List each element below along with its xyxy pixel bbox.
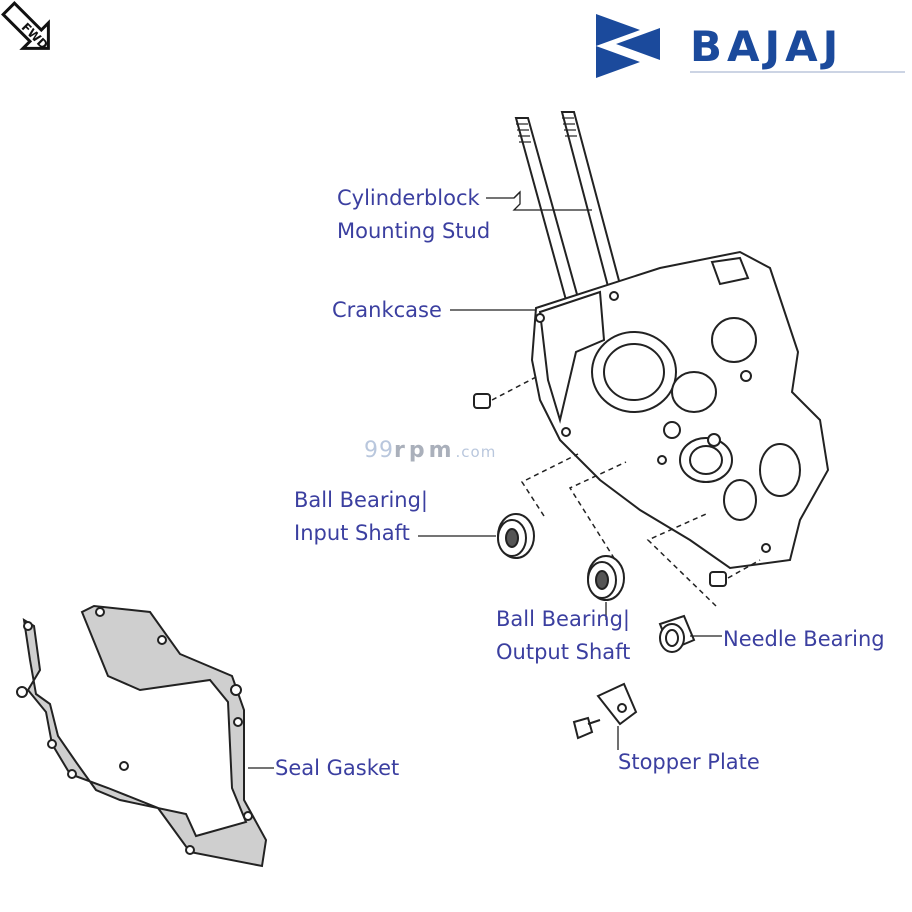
fwd-arrow-icon: FWD [1, 1, 51, 52]
ball-bearing-input-drawing [497, 513, 535, 559]
stopper-plate-drawing [596, 682, 638, 726]
ball-bearing-output-label-line2: Output Shaft [496, 640, 631, 664]
ball-bearing-input-label-line2: Input Shaft [294, 521, 410, 545]
bajaj-emblem-icon [596, 14, 660, 78]
stopper-bolt-drawing [572, 716, 601, 740]
watermark-part-c: .com [455, 443, 497, 461]
needle-bearing-label: Needle Bearing [723, 627, 885, 651]
stopper-plate-label: Stopper Plate [618, 750, 760, 774]
cylinderblock-label-line2: Mounting Stud [337, 219, 491, 243]
ball-bearing-output-label-line1: Ball Bearing| [496, 607, 630, 631]
watermark: 99rpm.com [364, 438, 496, 463]
watermark-part-b: rpm [394, 438, 456, 463]
ball-bearing-output-drawing [587, 555, 625, 601]
cylinderblock-leader [486, 190, 592, 211]
seal-gasket-label: Seal Gasket [275, 756, 400, 780]
mounting-stud-drawing [514, 111, 624, 302]
crankcase-drawing [530, 250, 830, 570]
cylinderblock-label-line1: Cylinderblock [337, 186, 480, 210]
dowel-pin-drawing [473, 393, 727, 587]
seal-gasket-drawing [16, 604, 268, 868]
watermark-part-a: 99 [364, 438, 394, 463]
crankcase-label: Crankcase [332, 298, 442, 322]
ball-bearing-input-label-line1: Ball Bearing| [294, 488, 428, 512]
needle-bearing-drawing [658, 614, 696, 653]
bajaj-brand-name: BAJAJ [690, 22, 844, 71]
